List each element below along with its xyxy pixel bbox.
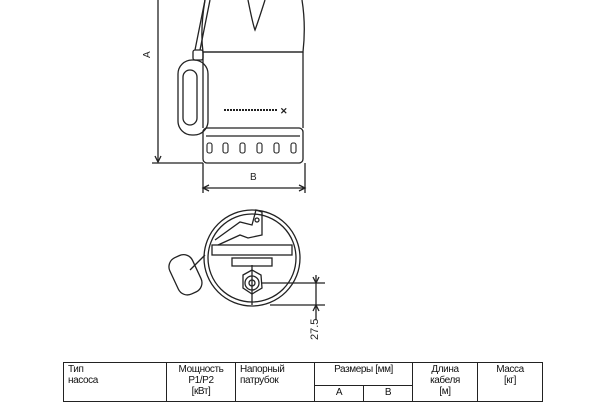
pump-technical-drawing: ✕ A B 27.5 <box>142 0 325 340</box>
header-text: кабеля <box>430 375 460 386</box>
pump-bottom-view: 27.5 <box>168 209 325 340</box>
header-text: [м] <box>439 386 451 397</box>
cable-and-plug <box>177 0 211 136</box>
header-text: Мощность <box>178 364 224 375</box>
svg-text:27.5: 27.5 <box>309 319 321 340</box>
logo-mark: ✕ <box>280 106 288 116</box>
header-text: Длина <box>431 364 459 375</box>
svg-text:B: B <box>250 172 257 183</box>
header-text: насоса <box>68 375 98 386</box>
header-text: [кг] <box>504 375 516 386</box>
header-text: P1/P2 <box>188 375 214 386</box>
svg-text:A: A <box>142 51 153 58</box>
header-text: Масса <box>496 364 524 375</box>
header-dimensions: Размеры [мм] <box>314 362 413 386</box>
header-text: Напорный <box>240 364 285 375</box>
header-text: [кВт] <box>191 386 211 397</box>
header-mass: Масса[кг] <box>477 362 543 402</box>
dimension-b: B <box>201 163 307 193</box>
pump-side-view: ✕ <box>201 0 305 164</box>
base-slots <box>206 142 297 154</box>
table-subheader-row: A B <box>64 385 543 402</box>
header-text: Тип <box>68 364 84 375</box>
header-dim-a: A <box>314 385 364 402</box>
header-text: патрубок <box>240 375 279 386</box>
dimension-a: A <box>142 0 203 164</box>
header-dim-b: B <box>363 385 413 402</box>
